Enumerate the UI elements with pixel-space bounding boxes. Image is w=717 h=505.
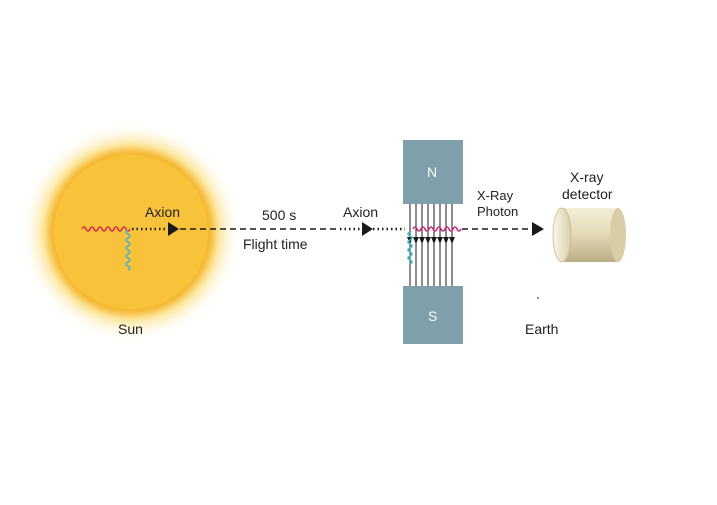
- photon-wave-sun: [125, 229, 131, 271]
- field-line-arrowheads: [407, 237, 455, 244]
- axion-arrowhead-sun: [168, 222, 179, 236]
- label-magnet-north: N: [427, 164, 437, 180]
- photon-arrowhead: [532, 222, 544, 236]
- label-xray-photon-line2: Photon: [477, 204, 518, 219]
- label-distance: 500 s: [262, 207, 296, 223]
- axion-wave-sun: [81, 226, 131, 232]
- sun-core: [54, 155, 208, 309]
- photon-wave-magnet: [407, 231, 413, 265]
- magnet-north-pole: [403, 140, 463, 204]
- sun: [21, 122, 241, 342]
- axion-arrowhead-magnet: [362, 222, 373, 236]
- label-xray-photon-line1: X-Ray: [477, 188, 514, 203]
- label-axion-magnet: Axion: [343, 204, 378, 220]
- label-sun: Sun: [118, 321, 143, 337]
- label-detector-line2: detector: [562, 186, 613, 202]
- xray-detector: [552, 207, 626, 263]
- label-flight-time: Flight time: [243, 236, 308, 252]
- xray-photon-wave: [412, 226, 462, 232]
- label-earth: Earth: [525, 321, 558, 337]
- label-detector-line1: X-ray: [570, 169, 603, 185]
- label-axion-sun: Axion: [145, 204, 180, 220]
- magnetic-field-lines: [409, 204, 453, 286]
- magnet-south-pole: [403, 286, 463, 344]
- earth-dot: [537, 297, 539, 299]
- label-magnet-south: S: [428, 308, 437, 324]
